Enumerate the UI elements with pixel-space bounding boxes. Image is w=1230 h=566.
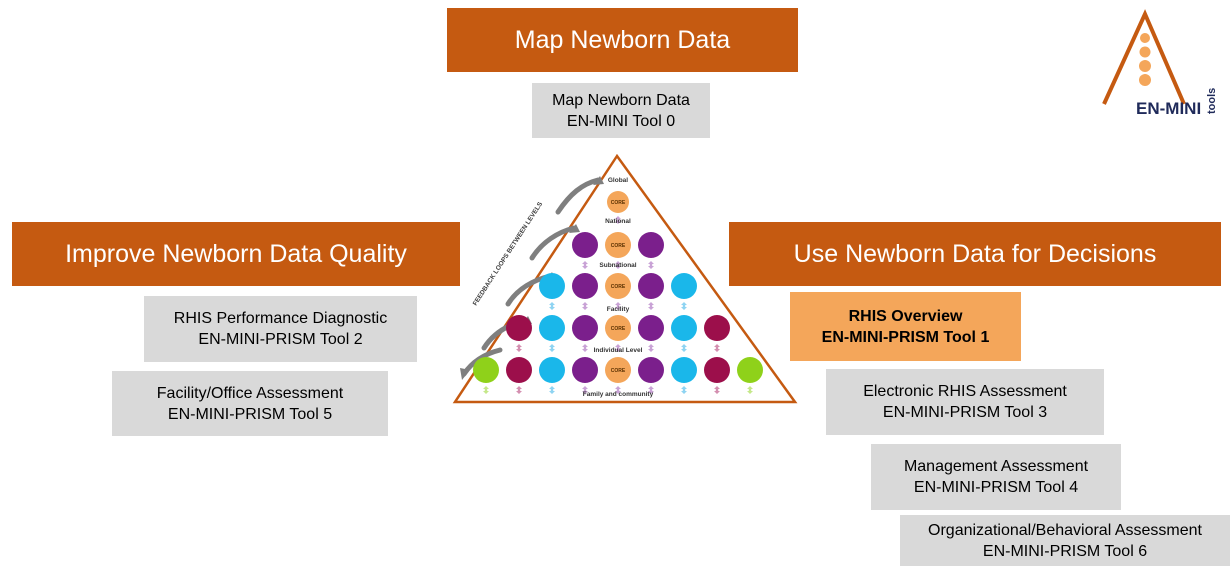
cyan-node bbox=[539, 273, 565, 299]
tool-1-name: RHIS Overview bbox=[848, 307, 963, 325]
tool-2-name: RHIS Performance Diagnostic bbox=[173, 310, 388, 327]
level-connector-arrow bbox=[747, 386, 753, 394]
logo-brand-text: EN-MINI bbox=[1136, 99, 1201, 118]
purple-node bbox=[638, 357, 664, 383]
core-label: CORE bbox=[611, 284, 626, 290]
purple-node bbox=[572, 232, 598, 258]
level-connector-arrow bbox=[648, 386, 654, 394]
green-node bbox=[737, 357, 763, 383]
level-connector-arrow bbox=[615, 386, 621, 394]
purple-node bbox=[572, 273, 598, 299]
level-connector-arrow bbox=[714, 386, 720, 394]
level-connector-arrow bbox=[582, 344, 588, 352]
tool-6-box[interactable]: Organizational/Behavioral Assessment EN-… bbox=[900, 515, 1230, 566]
level-connector-arrow bbox=[648, 261, 654, 269]
use-data-for-decisions-banner: Use Newborn Data for Decisions bbox=[729, 222, 1221, 286]
cyan-node bbox=[671, 315, 697, 341]
map-newborn-data-banner: Map Newborn Data bbox=[447, 8, 798, 72]
level-label: Family and community bbox=[583, 391, 654, 398]
pyramid-dot-group: CORE CORE CORE CORE CORE bbox=[473, 191, 763, 383]
core-label: CORE bbox=[611, 243, 626, 249]
tool-6-id: EN-MINI-PRISM Tool 6 bbox=[982, 542, 1148, 560]
tool-0-name: Map Newborn Data bbox=[552, 91, 690, 109]
level-connector-arrow bbox=[681, 344, 687, 352]
improve-data-quality-banner: Improve Newborn Data Quality bbox=[12, 222, 460, 286]
level-connector-arrow bbox=[615, 216, 621, 224]
level-label: Individual Level bbox=[594, 347, 643, 354]
level-connector-arrow bbox=[615, 302, 621, 310]
tool-3-name: Electronic RHIS Assessment bbox=[863, 383, 1067, 400]
logo-tools-text: tools bbox=[1206, 88, 1218, 114]
level-connector-arrow bbox=[582, 386, 588, 394]
logo-triangle-outline bbox=[1102, 9, 1186, 105]
core-node bbox=[605, 232, 631, 258]
purple-node bbox=[572, 315, 598, 341]
cyan-node bbox=[539, 315, 565, 341]
level-label: Global bbox=[608, 177, 628, 184]
tool-0-box[interactable]: Map Newborn Data EN-MINI Tool 0 bbox=[532, 83, 710, 138]
tool-4-name: Management Assessment bbox=[903, 458, 1089, 475]
level-connector-arrow bbox=[483, 386, 489, 394]
tool-2-id: EN-MINI-PRISM Tool 2 bbox=[198, 331, 363, 348]
level-connector-arrow bbox=[681, 386, 687, 394]
purple-node bbox=[572, 357, 598, 383]
pyramid-diagram: FEEDBACK LOOPS BETWEEN LEVELS CORECORECO… bbox=[452, 154, 798, 404]
tool-3-id: EN-MINI-PRISM Tool 3 bbox=[882, 404, 1048, 421]
maroon-node bbox=[704, 357, 730, 383]
tool-0-id: EN-MINI Tool 0 bbox=[566, 112, 676, 130]
level-connector-arrow bbox=[582, 302, 588, 310]
level-connector-arrow bbox=[648, 302, 654, 310]
core-node bbox=[605, 273, 631, 299]
core-node bbox=[605, 357, 631, 383]
maroon-node bbox=[506, 357, 532, 383]
level-connector-arrow bbox=[681, 302, 687, 310]
level-connector-arrow bbox=[615, 344, 621, 352]
core-node bbox=[607, 191, 629, 213]
level-connector-arrow bbox=[714, 344, 720, 352]
level-label: Facility bbox=[607, 306, 630, 313]
green-node bbox=[473, 357, 499, 383]
level-connector-arrow bbox=[615, 261, 621, 269]
level-label: National bbox=[605, 218, 631, 225]
tool-6-name: Organizational/Behavioral Assessment bbox=[928, 521, 1202, 539]
purple-node bbox=[638, 273, 664, 299]
core-label: CORE bbox=[611, 200, 626, 206]
pyramid-level-labels: GlobalNationalSubnationalFacilityIndivid… bbox=[583, 177, 654, 398]
tool-4-box[interactable]: Management Assessment EN-MINI-PRISM Tool… bbox=[871, 444, 1121, 510]
logo-dots bbox=[1139, 33, 1151, 86]
tool-2-box[interactable]: RHIS Performance Diagnostic EN-MINI-PRIS… bbox=[144, 296, 417, 362]
level-connector-arrow bbox=[582, 261, 588, 269]
level-connector-arrow bbox=[516, 344, 522, 352]
tool-5-name: Facility/Office Assessment bbox=[156, 384, 344, 402]
tool-3-box[interactable]: Electronic RHIS Assessment EN-MINI-PRISM… bbox=[826, 369, 1104, 435]
maroon-node bbox=[506, 315, 532, 341]
en-mini-tools-logo: EN-MINI tools bbox=[1102, 9, 1218, 118]
tool-4-id: EN-MINI-PRISM Tool 4 bbox=[913, 479, 1079, 496]
pyramid-connector-arrows bbox=[483, 216, 753, 394]
level-connector-arrow bbox=[648, 344, 654, 352]
tool-1-id: EN-MINI-PRISM Tool 1 bbox=[821, 328, 990, 346]
purple-node bbox=[638, 232, 664, 258]
level-connector-arrow bbox=[549, 344, 555, 352]
tool-5-id: EN-MINI-PRISM Tool 5 bbox=[167, 405, 333, 423]
cyan-node bbox=[671, 357, 697, 383]
purple-node bbox=[638, 315, 664, 341]
tool-1-box[interactable]: RHIS Overview EN-MINI-PRISM Tool 1 bbox=[790, 292, 1021, 361]
cyan-node bbox=[671, 273, 697, 299]
level-connector-arrow bbox=[516, 386, 522, 394]
maroon-node bbox=[704, 315, 730, 341]
core-label: CORE bbox=[611, 368, 626, 374]
level-connector-arrow bbox=[549, 386, 555, 394]
level-connector-arrow bbox=[549, 302, 555, 310]
level-label: Subnational bbox=[599, 262, 636, 269]
core-node bbox=[605, 315, 631, 341]
core-label: CORE bbox=[611, 326, 626, 332]
tool-5-box[interactable]: Facility/Office Assessment EN-MINI-PRISM… bbox=[112, 371, 388, 436]
cyan-node bbox=[539, 357, 565, 383]
